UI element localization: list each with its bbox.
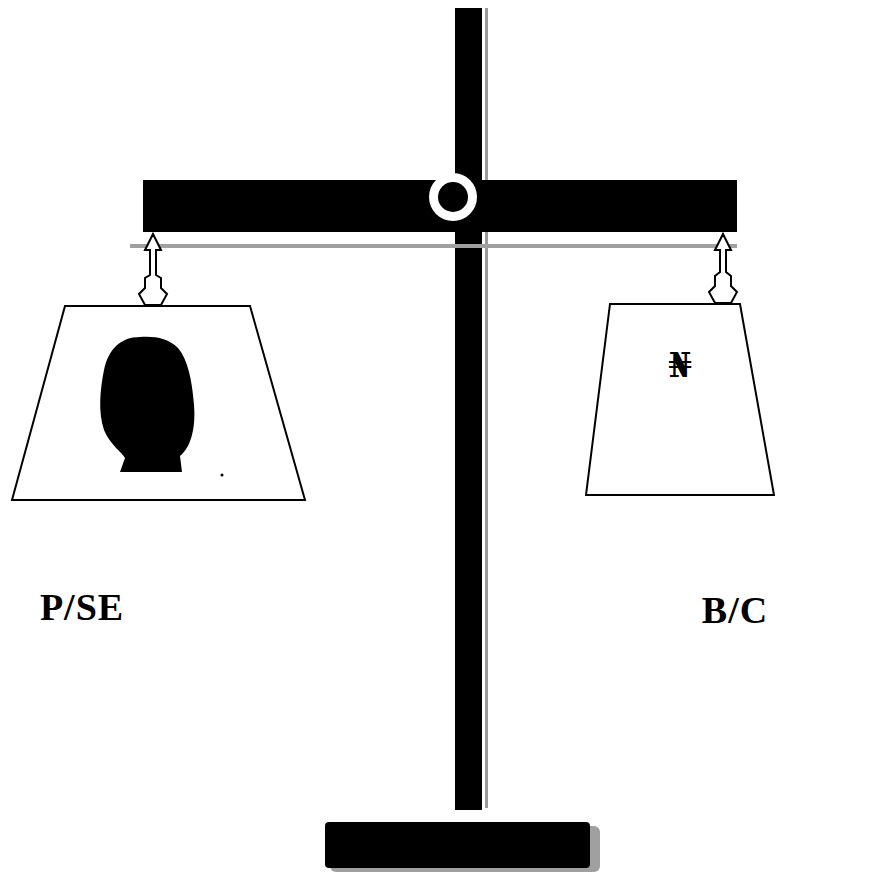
- left-pan: [12, 306, 305, 500]
- scale-pan: ₦: [585, 303, 775, 496]
- left-hanger: [139, 234, 167, 305]
- pivot-ring: [429, 173, 477, 221]
- currency-symbol: ₦: [585, 345, 775, 385]
- pan-label: B/C: [702, 588, 768, 632]
- speck: [221, 474, 224, 477]
- scale-base: [325, 822, 590, 868]
- post-shadow: [485, 8, 488, 808]
- beam-shadow: [130, 244, 737, 248]
- pivot: [438, 182, 468, 212]
- head-silhouette: [100, 337, 194, 472]
- scale-post: [455, 8, 482, 810]
- pan-label: P/SE: [40, 585, 124, 629]
- right-hanger: [709, 234, 737, 303]
- pan-outline: [585, 303, 775, 496]
